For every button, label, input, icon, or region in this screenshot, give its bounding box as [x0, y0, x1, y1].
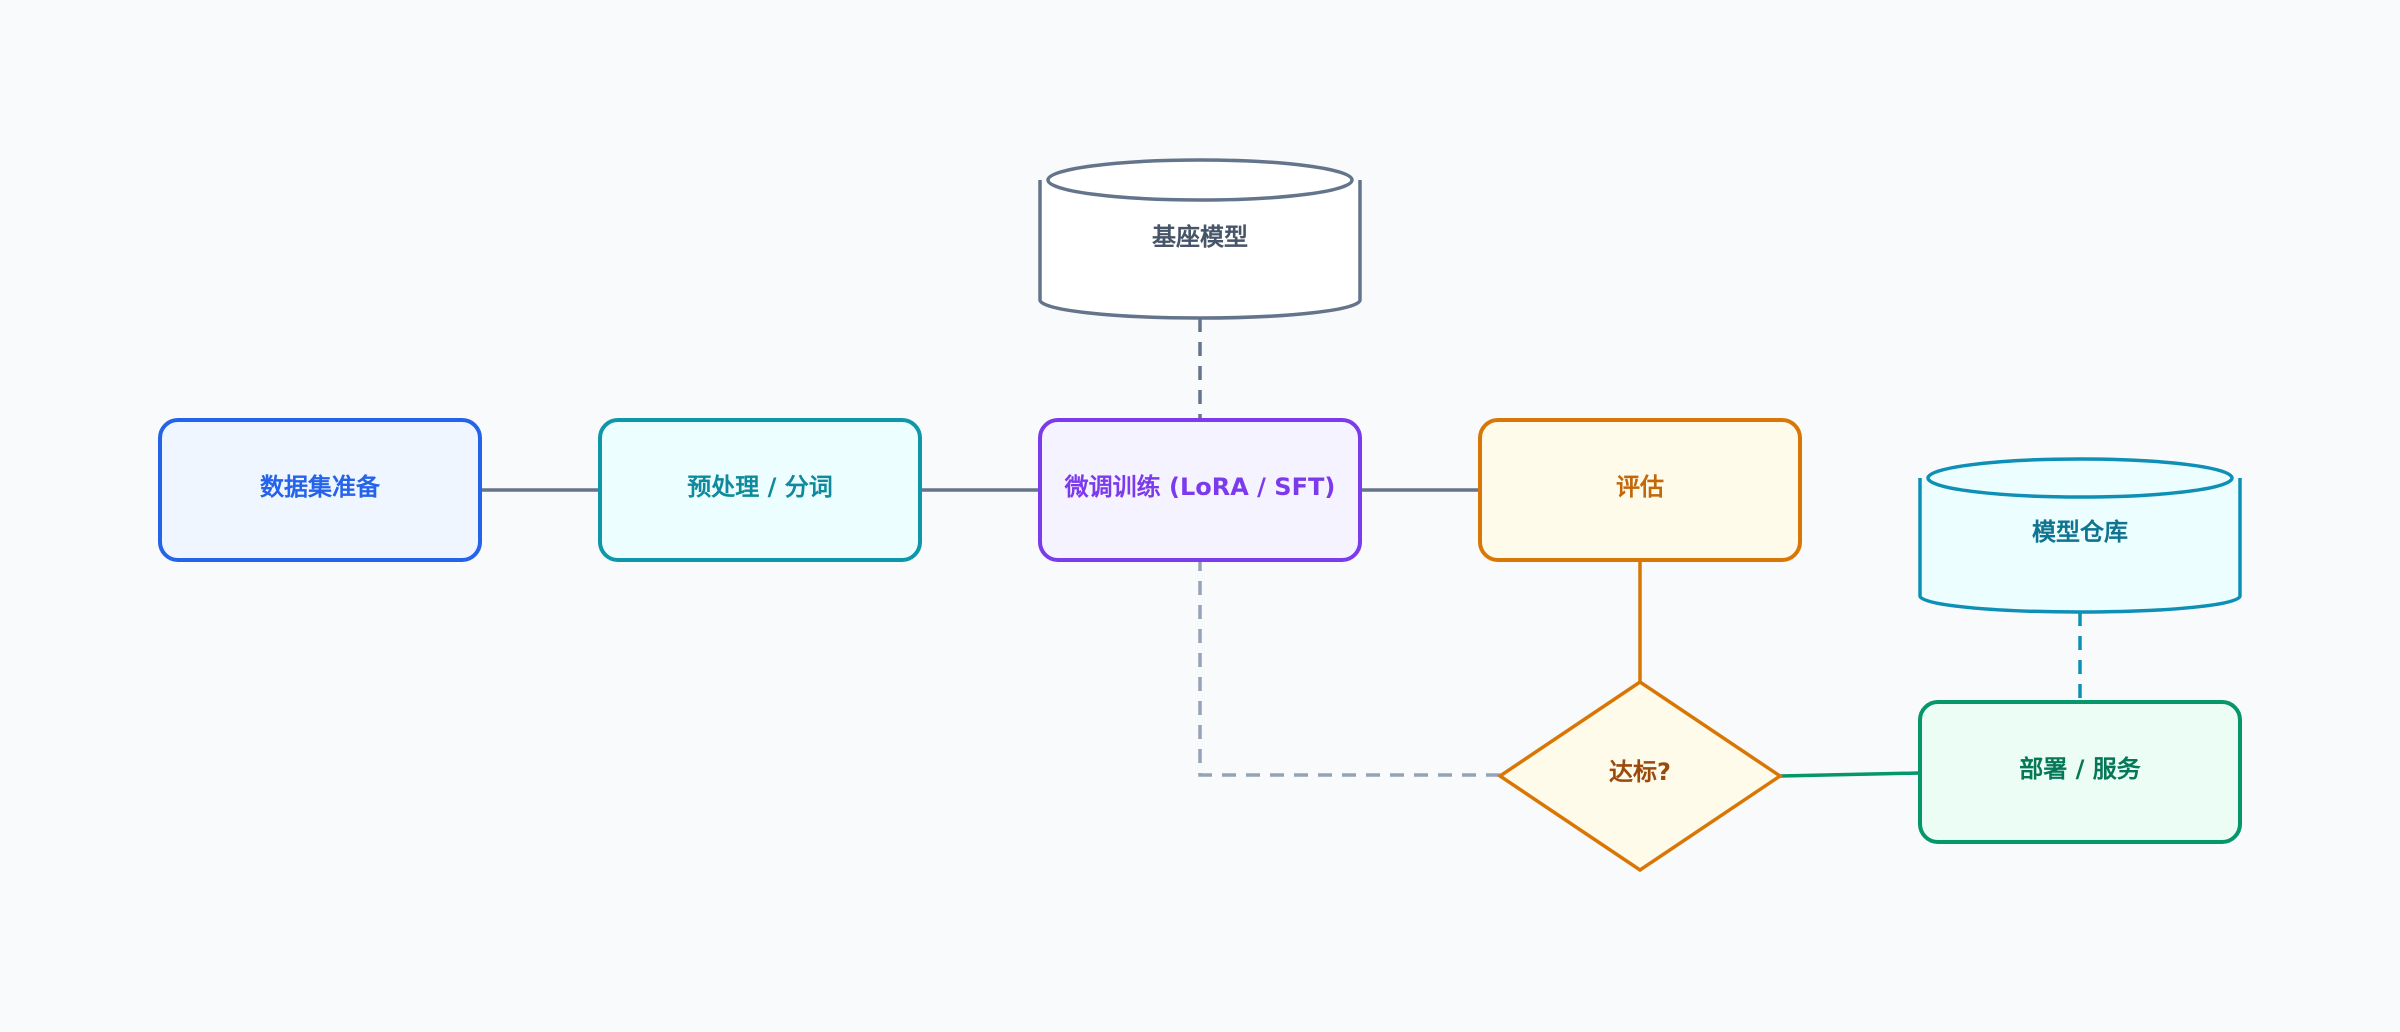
node-deploy-label: 部署 / 服务: [2019, 755, 2141, 783]
node-decision-label: 达标?: [1609, 758, 1671, 786]
node-preprocess[interactable]: 预处理 / 分词: [598, 418, 922, 562]
node-base-model-label: 基座模型: [1152, 223, 1248, 251]
node-preprocess-label: 预处理 / 分词: [687, 473, 832, 501]
node-deploy-box: [1918, 700, 2242, 844]
node-model-repo[interactable]: 模型仓库: [1918, 457, 2242, 614]
decision-diamond: [1496, 679, 1784, 873]
node-data-prep-box: [158, 418, 482, 562]
edge-decision-deploy: [1779, 771, 1921, 778]
node-evaluate-label: 评估: [1616, 473, 1664, 501]
node-base-model[interactable]: 基座模型: [1038, 158, 1362, 320]
node-data-prep-label: 数据集准备: [260, 473, 381, 501]
node-preprocess-box: [598, 418, 922, 562]
edge-decision-finetune-retry: [1198, 562, 1500, 777]
node-deploy[interactable]: 部署 / 服务: [1918, 700, 2242, 844]
node-decision[interactable]: 达标?: [1496, 679, 1784, 873]
node-evaluate[interactable]: 评估: [1478, 418, 1802, 562]
node-finetune-label: 微调训练 (LoRA / SFT): [1064, 473, 1336, 501]
node-data-prep[interactable]: 数据集准备: [158, 418, 482, 562]
base-model-cylinder-top: [1046, 158, 1354, 202]
node-finetune[interactable]: 微调训练 (LoRA / SFT): [1038, 418, 1362, 562]
node-model-repo-label: 模型仓库: [2032, 518, 2128, 546]
base-model-cylinder-body: [1038, 180, 1362, 320]
node-evaluate-box: [1478, 418, 1802, 562]
node-finetune-box: [1038, 418, 1362, 562]
model-repo-cylinder-body: [1918, 478, 2242, 614]
edges: [482, 318, 2082, 778]
model-repo-cylinder-top: [1926, 457, 2234, 499]
